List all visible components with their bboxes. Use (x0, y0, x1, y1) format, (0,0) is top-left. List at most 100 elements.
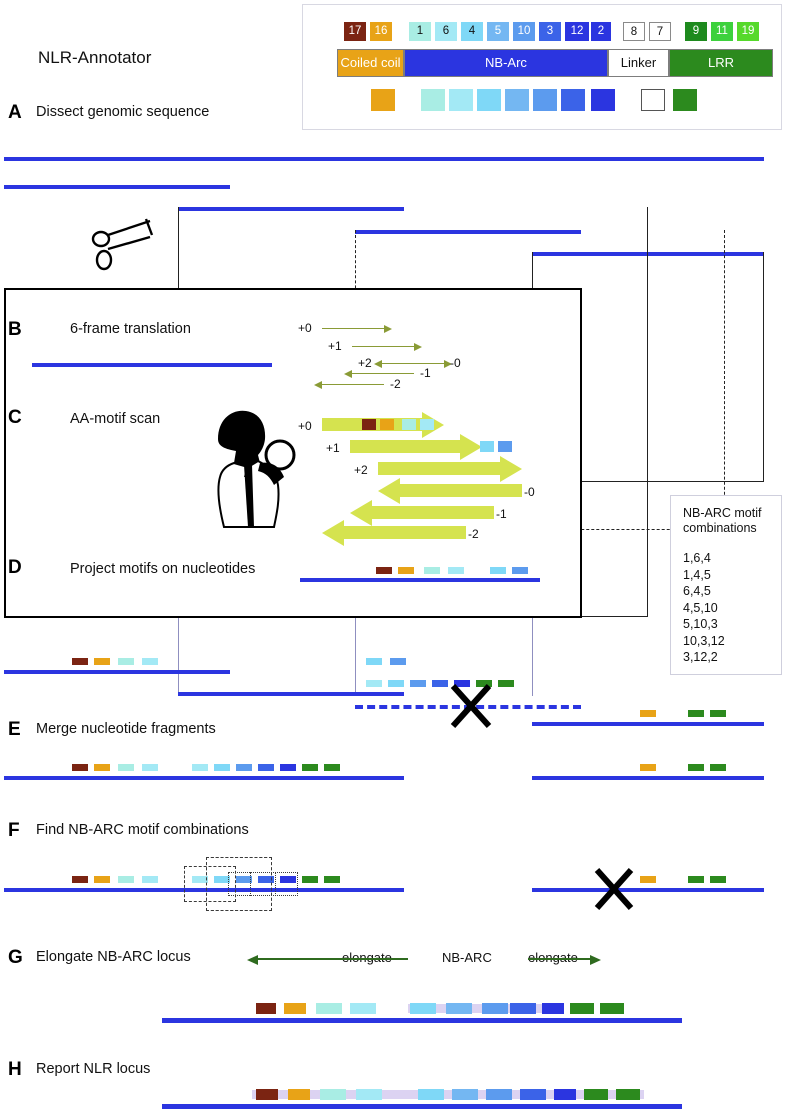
fragment-2-top-motif-0 (366, 658, 382, 665)
panel-title-b: 6-frame translation (70, 321, 191, 337)
legend-domain-linker: Linker (608, 49, 669, 77)
combinations-title-line2: combinations (683, 521, 757, 535)
app-title: NLR-Annotator (38, 48, 152, 67)
panel-g-motif-8 (542, 1003, 564, 1014)
fragment-3-motif-2 (710, 710, 726, 717)
panel-h-motif-6 (486, 1089, 512, 1100)
panel-f-right-motif-1 (688, 876, 704, 883)
scissors-icon (91, 218, 154, 271)
panel-b-sequence-line (32, 363, 272, 367)
fragment-2-motif-6 (498, 680, 514, 687)
combo-box-1 (184, 866, 236, 902)
panel-c-motif-f0-3 (420, 419, 434, 430)
fragment-2-motif-5 (476, 680, 492, 687)
fragment-2-motif-2 (410, 680, 426, 687)
panel-c-motif-f0-0 (362, 419, 376, 430)
frame-label-plus2: +2 (358, 356, 372, 370)
elongate-label-right: elongate (528, 950, 578, 965)
elongate-label-left: elongate (342, 950, 392, 965)
panel-g-motif-1 (284, 1003, 306, 1014)
panel-h-motif-4 (418, 1089, 444, 1100)
combination-item-5: 10,3,12 (683, 633, 725, 648)
combination-item-6: 3,12,2 (683, 650, 718, 664)
panel-d-motif-2 (424, 567, 440, 574)
combo-box-4 (250, 872, 298, 896)
legend-motif-9: 9 (685, 22, 707, 41)
panel-h-motif-0 (256, 1089, 278, 1100)
panel-letter-h: H (8, 1059, 22, 1080)
combination-item-2: 6,4,5 (683, 584, 711, 598)
legend-motif-1: 1 (409, 22, 431, 41)
motif-frame-label-minus2: -2 (468, 527, 479, 541)
panel-g-motif-5 (446, 1003, 472, 1014)
merged-right-motif-2 (710, 764, 726, 771)
motif-arrow-head-icon (322, 519, 344, 546)
frame-label-minus1: -1 (420, 366, 431, 380)
merged-right-motif-0 (640, 764, 656, 771)
panel-letter-a: A (8, 102, 22, 123)
elongate-arrow-right (528, 955, 601, 965)
panel-f-right-motif-2 (710, 876, 726, 883)
legend-motif-17: 17 (344, 22, 366, 41)
legend-motif-7: 7 (649, 22, 671, 41)
panel-d-motif-1 (398, 567, 414, 574)
legend-domain-lrr: LRR (669, 49, 773, 77)
motif-scan-arrow-minus0 (400, 484, 522, 497)
fragment-2-motif-3 (432, 680, 448, 687)
frame-label-plus0: +0 (298, 321, 312, 335)
merge-input-line-1 (4, 670, 230, 674)
panel-title-e: Merge nucleotide fragments (36, 721, 216, 737)
panel-title-h: Report NLR locus (36, 1061, 151, 1077)
merged-left-motif-5 (214, 764, 230, 771)
panel-title-a: Dissect genomic sequence (36, 104, 210, 120)
arrow-head-icon (414, 343, 422, 351)
legend-motif-11: 11 (711, 22, 733, 41)
panel-f-left-motif-4 (192, 876, 208, 883)
merged-left-motif-1 (94, 764, 110, 771)
legend-swatch-9 (673, 89, 697, 111)
legend-motif-8: 8 (623, 22, 645, 41)
motif-frame-label-plus0: +0 (298, 419, 312, 433)
frame-arrow-plus0 (322, 325, 392, 333)
combination-item-4: 5,10,3 (683, 617, 718, 631)
merge-input-line-3 (532, 722, 764, 726)
panel-g-motif-2 (316, 1003, 342, 1014)
panel-g-motif-7 (510, 1003, 536, 1014)
nlr-locus-band (252, 1090, 644, 1099)
panel-letter-b: B (8, 319, 22, 340)
panel-h-motif-1 (288, 1089, 310, 1100)
panel-d-motif-0 (376, 567, 392, 574)
panel-c-motif-f0-2 (402, 419, 416, 430)
panel-f-line-right (532, 888, 764, 892)
panel-g-locus-line (162, 1018, 682, 1023)
fragment-line-3 (355, 230, 581, 234)
panel-g-motif-6 (482, 1003, 508, 1014)
merged-left-motif-7 (258, 764, 274, 771)
legend-motif-10: 10 (513, 22, 535, 41)
panel-f-left-motif-7 (258, 876, 274, 883)
combo-box-5 (206, 857, 272, 911)
panel-f-right-motif-0 (640, 876, 656, 883)
legend-motif-5: 5 (487, 22, 509, 41)
elongate-arrow-left (247, 955, 408, 965)
combination-item-1: 1,4,5 (683, 567, 711, 582)
merged-left-motif-10 (324, 764, 340, 771)
panel-letter-d: D (8, 557, 22, 578)
nbarc-label: NB-ARC (442, 950, 492, 965)
legend-motif-3: 3 (539, 22, 561, 41)
panel-title-f: Find NB-ARC motif combinations (36, 822, 249, 838)
panel-title-g: Elongate NB-ARC locus (36, 949, 191, 965)
merged-line-left (4, 776, 404, 780)
legend-swatch-3 (477, 89, 501, 111)
motif-scan-arrow-minus2 (344, 526, 466, 539)
panel-g-motif-0 (256, 1003, 276, 1014)
reject-cross-icon-1 (450, 683, 492, 729)
legend-motif-6: 6 (435, 22, 457, 41)
panel-h-locus-line (162, 1104, 682, 1109)
fragment-line-2 (178, 207, 404, 211)
legend-domain-nb-arc: NB-Arc (404, 49, 608, 77)
merge-input-line-2 (178, 692, 404, 696)
panel-h-motif-9 (584, 1089, 608, 1100)
panel-h-motif-7 (520, 1089, 546, 1100)
